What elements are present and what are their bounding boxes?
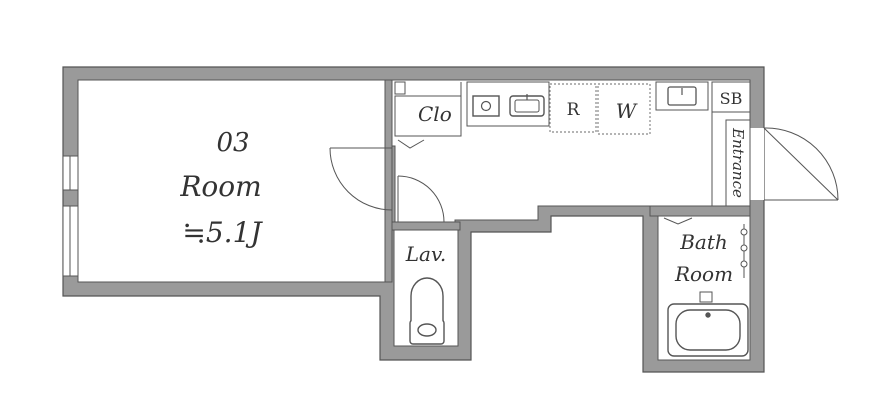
door-swing-icon <box>329 127 839 223</box>
window <box>62 155 79 277</box>
washer-space <box>597 83 651 135</box>
refrigerator-label: R <box>567 100 581 120</box>
bathtub-icon <box>667 303 749 357</box>
lavatory-label: Lav. <box>405 242 447 266</box>
room-number: 03 <box>216 128 249 158</box>
pipe-shaft <box>394 81 406 95</box>
closet: Clo <box>394 81 462 149</box>
entrance-label: Entrance <box>729 127 747 198</box>
shoe-box: SB <box>711 81 751 113</box>
entrance-step: Entrance <box>711 112 751 207</box>
appliance-spaces <box>549 83 651 135</box>
bath-label-line1: Bath <box>679 230 728 254</box>
room-name: Room <box>179 170 261 203</box>
toilet-icon <box>409 277 445 345</box>
closet-label: Clo <box>418 102 452 126</box>
stove-icon <box>472 95 500 117</box>
sink-icon <box>509 94 545 117</box>
room-info: 03 Room ≒5.1J <box>179 128 263 249</box>
washbasin-icon <box>655 81 709 111</box>
lavatory: Lav. <box>405 242 447 345</box>
shoe-box-label: SB <box>720 89 743 108</box>
shower-icon <box>740 224 748 278</box>
bath-divider <box>699 291 713 303</box>
partition-wall <box>384 79 393 283</box>
kitchen <box>466 81 550 127</box>
main-room-floor <box>77 79 386 283</box>
bathroom: Bath Room <box>663 217 749 357</box>
lav-top-wall <box>391 221 461 231</box>
refrigerator-space <box>549 83 597 133</box>
bath-top-wall <box>649 205 751 217</box>
washer-label: W <box>616 99 638 123</box>
entrance-opening <box>750 128 764 200</box>
bath-label-line2: Room <box>674 262 733 286</box>
room-area: ≒5.1J <box>182 216 263 249</box>
